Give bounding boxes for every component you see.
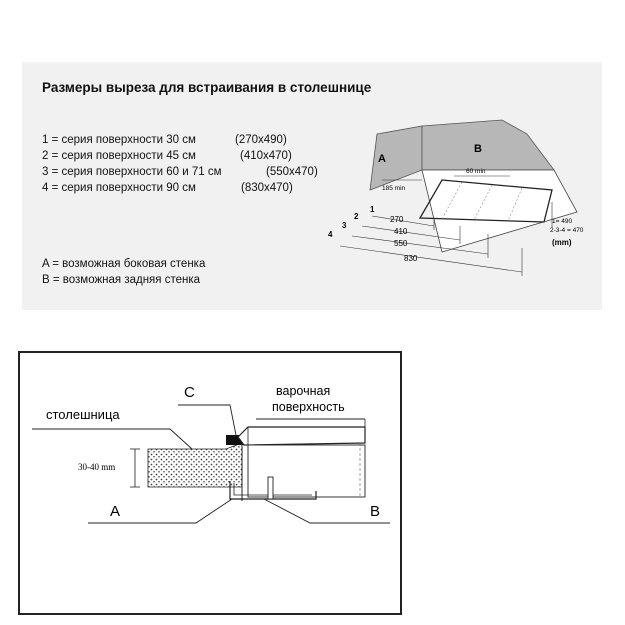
- countertop-section: [147, 442, 243, 488]
- cutout-dimensions-panel: Размеры выреза для встраивания в столешн…: [22, 62, 602, 310]
- side-wall-note: A = возможная боковая стенка: [42, 258, 206, 270]
- series-label: 4 = серия поверхности 90 см: [42, 182, 196, 194]
- series-item-1: 1 = серия поверхности 30 см (270x490): [42, 134, 287, 146]
- wall-a-label: A: [378, 153, 386, 165]
- back-wall-b: [421, 119, 555, 171]
- dim-410: 410: [394, 227, 408, 236]
- depth-note-234: 2-3-4 = 470: [550, 227, 584, 234]
- countertop-outline: [421, 169, 578, 253]
- series-number-4: 4: [328, 230, 333, 239]
- dim-270: 270: [390, 215, 404, 224]
- countertop-label: столешница: [46, 407, 120, 422]
- cutout-title: Размеры выреза для встраивания в столешн…: [42, 80, 372, 95]
- bracket-screw: [267, 476, 274, 500]
- dim-550: 550: [394, 239, 408, 248]
- series-size: (410x470): [240, 150, 292, 162]
- series-item-3: 3 = серия поверхности 60 и 71 см (550x47…: [42, 166, 318, 178]
- installation-section-panel: столешница 30-40 mm C варочная поверхнос…: [18, 351, 402, 615]
- series-label: 3 = серия поверхности 60 и 71 см: [42, 166, 222, 178]
- label-b: B: [370, 503, 380, 520]
- series-size: (830x470): [241, 182, 293, 194]
- series-size: (550x470): [266, 166, 318, 178]
- wall-b-label: B: [474, 143, 482, 155]
- unit-label: (mm): [552, 238, 572, 247]
- back-wall-note: B = возможная задняя стенка: [42, 274, 201, 286]
- installation-cross-section: столешница 30-40 mm C варочная поверхнос…: [32, 384, 390, 524]
- hob-surface: [237, 426, 366, 446]
- thickness-label: 30-40 mm: [78, 462, 115, 472]
- hob-label-line1: варочная: [276, 384, 330, 398]
- side-clearance-label: 185 min: [382, 185, 406, 192]
- label-c: C: [184, 384, 195, 401]
- width-dimension-lines: [339, 215, 523, 276]
- series-size: (270x490): [235, 134, 287, 146]
- series-label: 2 = серия поверхности 45 см: [42, 150, 196, 162]
- dim-830: 830: [404, 254, 418, 263]
- back-clearance-label: 60 min: [466, 168, 486, 175]
- series-item-2: 2 = серия поверхности 45 см (410x470): [42, 150, 292, 162]
- hob-label-line2: поверхность: [272, 400, 345, 414]
- hob-body: [247, 444, 366, 498]
- series-item-4: 4 = серия поверхности 90 см (830x470): [42, 182, 293, 194]
- seal-gasket: [226, 435, 244, 445]
- cutout-isometric-diagram: A B 185 min 60 min 270 410 550 830 1 2: [328, 119, 584, 276]
- depth-note-1: 1= 490: [552, 218, 572, 225]
- series-number-2: 2: [354, 212, 359, 221]
- series-number-3: 3: [342, 221, 347, 230]
- cutout-rect: [418, 179, 553, 223]
- series-number-1: 1: [370, 205, 375, 214]
- series-label: 1 = серия поверхности 30 см: [42, 134, 196, 146]
- label-a: A: [110, 503, 120, 520]
